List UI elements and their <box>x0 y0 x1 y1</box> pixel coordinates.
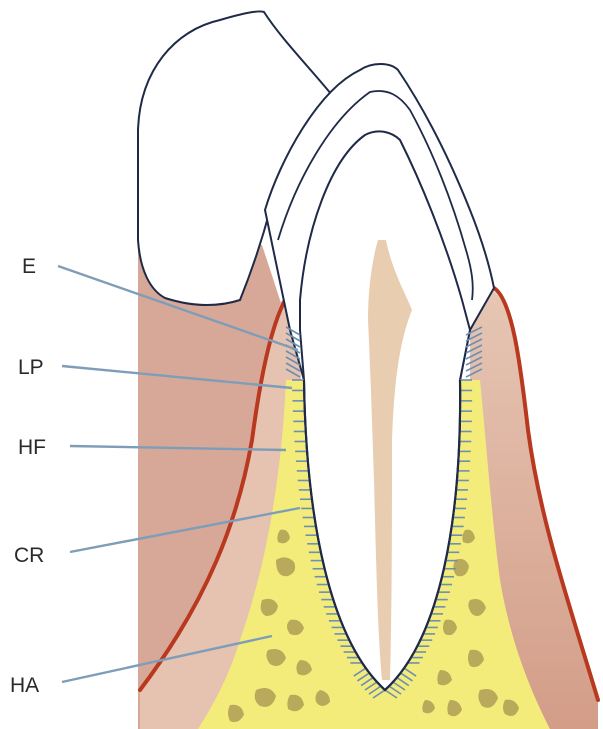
label-CR: CR <box>14 544 44 567</box>
label-HF: HF <box>18 436 46 459</box>
label-LP: LP <box>18 356 44 379</box>
label-HA: HA <box>10 674 39 697</box>
label-E: E <box>22 255 36 278</box>
